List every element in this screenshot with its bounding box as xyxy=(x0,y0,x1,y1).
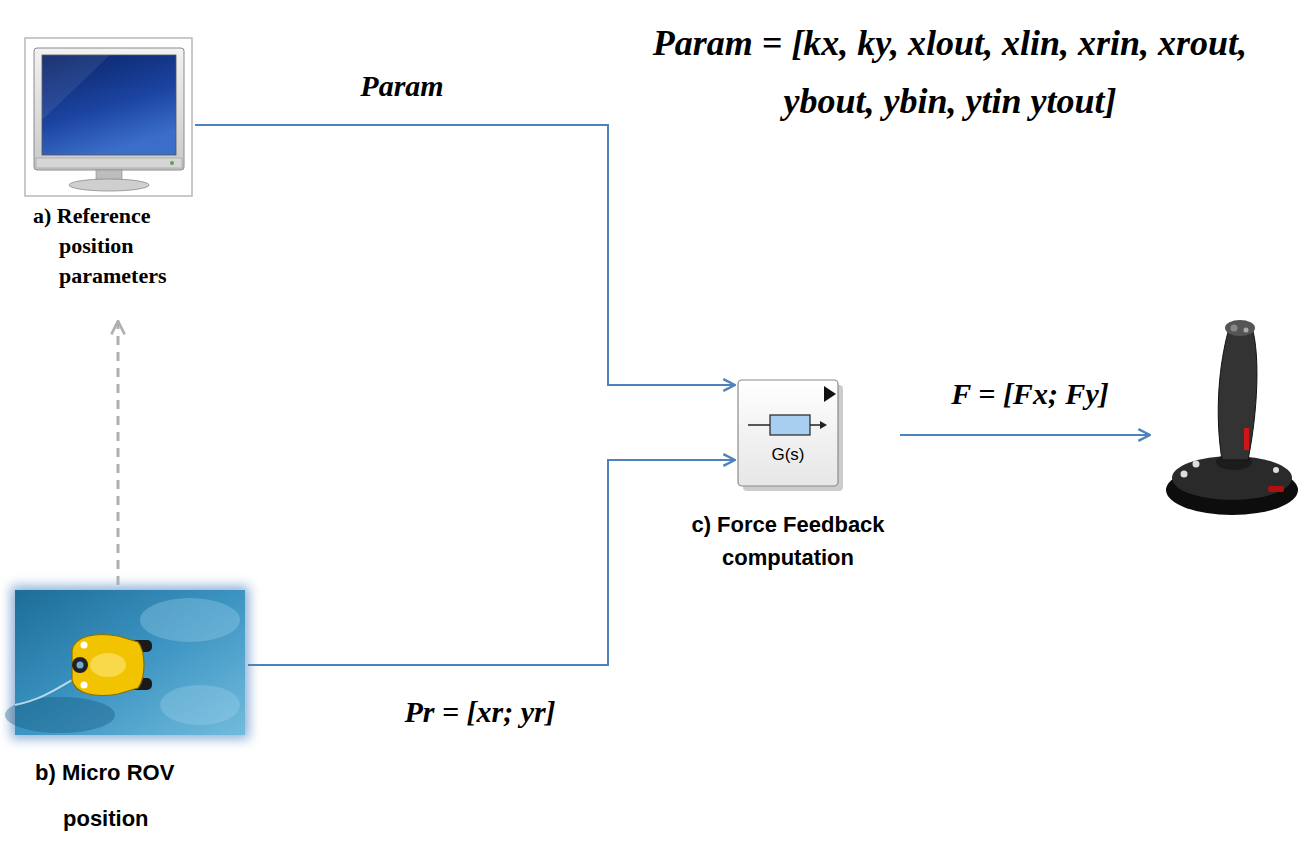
screen-reflection xyxy=(42,55,110,120)
rov-light xyxy=(81,642,88,649)
block-port xyxy=(824,386,836,402)
joystick-picture xyxy=(1166,320,1298,515)
monitor-screen xyxy=(42,55,176,155)
base-button xyxy=(1193,461,1200,468)
transfer-block-icon xyxy=(738,380,843,491)
block-wire-head xyxy=(820,421,827,429)
block-wire xyxy=(748,424,770,426)
camera-lens xyxy=(77,662,84,669)
base-button xyxy=(1273,467,1279,473)
parameter-vector: Param = [kx, ky, xlout, xlin, xrin, xrou… xyxy=(610,14,1290,130)
signal-label: Param xyxy=(357,68,446,104)
rock-patch xyxy=(140,598,240,642)
text-holder: b) Micro ROV position xyxy=(35,750,195,842)
rov-light xyxy=(81,682,88,689)
monitor-base xyxy=(69,179,149,191)
node-caption: c) Force Feedback computation xyxy=(676,508,900,574)
monitor-bezel xyxy=(34,48,184,170)
text-holder: c) Force Feedback computation xyxy=(676,508,900,574)
top-button xyxy=(1244,328,1249,333)
monitor-speaker-strip xyxy=(36,158,182,168)
output-signal-label: F = [Fx; Fy] xyxy=(951,376,1108,412)
rov-camera xyxy=(72,657,88,673)
block-label: G(s) xyxy=(738,444,838,466)
rov-vehicle xyxy=(72,635,152,696)
signal-arrow xyxy=(248,460,735,665)
text-holder: Param xyxy=(357,68,446,104)
signal-label: Pr = [xr; yr] xyxy=(401,694,558,730)
text-holder: Pr = [xr; yr] xyxy=(401,694,558,730)
monitor-picture xyxy=(25,38,192,196)
rov-hull xyxy=(72,635,144,696)
power-led xyxy=(170,161,174,165)
rov-photo xyxy=(5,586,249,739)
output-arrow xyxy=(900,434,1150,436)
micro-rov-node: b) Micro ROV position xyxy=(15,590,245,735)
stick-trigger xyxy=(1244,428,1249,450)
text-holder: G(s) xyxy=(738,444,838,466)
monitor-neck xyxy=(96,170,122,180)
transfer-function-block: G(s)c) Force Feedback computation xyxy=(738,380,838,486)
text-holder: F = [Fx; Fy] xyxy=(951,376,1108,412)
node-caption: b) Micro ROV position xyxy=(35,750,195,842)
dashed-arrow xyxy=(117,321,120,585)
hat-switch xyxy=(1231,325,1238,332)
picture-frame xyxy=(25,38,192,196)
tether xyxy=(15,680,72,705)
base-logo xyxy=(1268,486,1284,492)
stick-grip xyxy=(1218,327,1257,460)
reference-computer-node: a) Reference position parameters xyxy=(25,38,192,196)
base-button xyxy=(1181,471,1188,478)
text-holder: a) Reference position parameters xyxy=(33,201,193,291)
rov-top xyxy=(90,653,126,677)
signal-arrow xyxy=(195,125,735,385)
rock-patch xyxy=(160,685,240,725)
text-holder: Param = [kx, ky, xlout, xlin, xrin, xrou… xyxy=(610,14,1290,130)
node-caption: a) Reference position parameters xyxy=(33,201,193,291)
rock-patch xyxy=(5,697,115,733)
block-body xyxy=(738,380,838,486)
stick-top xyxy=(1225,320,1255,336)
block-inner xyxy=(770,415,810,435)
